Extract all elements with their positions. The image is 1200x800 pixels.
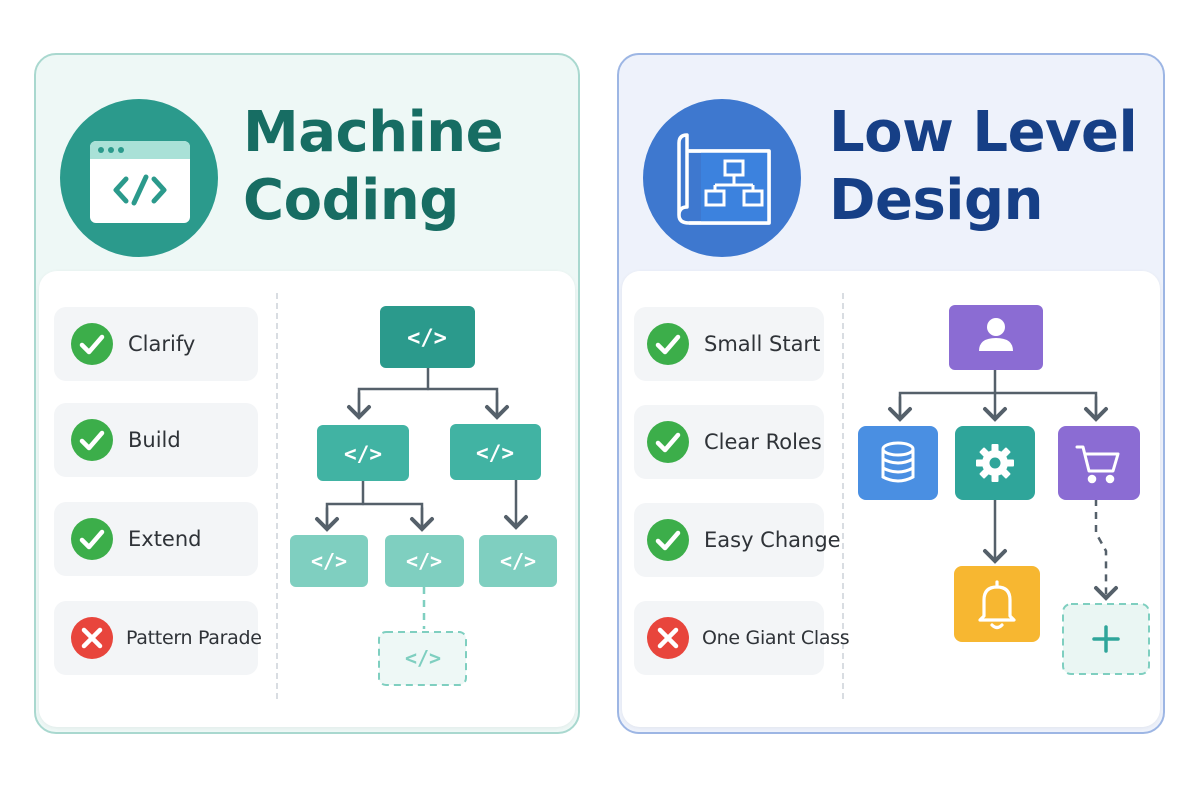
list-item-easy-change: Easy Change	[634, 503, 841, 577]
component-diagram	[858, 305, 1150, 675]
connector	[357, 387, 499, 415]
plus-node	[1062, 603, 1150, 675]
bell-node	[954, 566, 1040, 642]
low-level-design-title: Low Level Design	[829, 99, 1138, 235]
list-item-clear-roles: Clear Roles	[634, 405, 824, 479]
list-item-one-giant-class: One Giant Class	[634, 601, 850, 675]
item-label: One Giant Class	[702, 627, 850, 649]
user-node	[949, 305, 1043, 370]
code-node-root: </>	[380, 306, 475, 368]
svg-text:</>: </>	[406, 549, 442, 573]
svg-text:</>: </>	[407, 326, 447, 351]
user-icon	[987, 318, 1005, 336]
item-label: Clear Roles	[704, 430, 822, 454]
item-label: Extend	[128, 527, 202, 551]
cross-icon	[71, 617, 113, 659]
check-icon	[71, 323, 113, 365]
item-label: Easy Change	[704, 528, 841, 552]
check-icon	[647, 519, 689, 561]
cross-icon	[647, 617, 689, 659]
low-level-design-panel: Small Start Clear Roles Easy Change One …	[622, 271, 1160, 727]
item-label: Pattern Parade	[126, 627, 262, 649]
svg-text:</>: </>	[405, 646, 441, 670]
code-window-icon	[90, 141, 190, 223]
gear-node	[955, 426, 1035, 500]
check-icon	[647, 421, 689, 463]
database-icon	[881, 441, 915, 483]
cart-node	[1058, 426, 1140, 500]
title-line-2: Coding	[243, 168, 459, 233]
code-node-placeholder: </>	[378, 631, 467, 686]
svg-text:</>: </>	[500, 549, 536, 573]
title-line-1: Machine	[243, 100, 504, 165]
check-icon	[647, 323, 689, 365]
svg-text:</>: </>	[311, 549, 347, 573]
blueprint-icon	[677, 133, 771, 225]
blueprint-badge	[643, 99, 801, 257]
list-item-clarify: Clarify	[54, 307, 258, 381]
panel-divider	[276, 293, 278, 699]
title-line-2: Design	[829, 168, 1043, 233]
plus-icon	[1092, 625, 1120, 653]
bell-icon	[978, 580, 1016, 630]
svg-text:</>: </>	[476, 441, 514, 465]
machine-coding-panel: Clarify Build Extend Pattern Parade	[39, 271, 575, 727]
item-label: Clarify	[128, 332, 196, 356]
connector	[325, 502, 424, 530]
machine-coding-card: Machine Coding Clarify Build Extend Patt…	[34, 53, 580, 734]
check-icon	[71, 518, 113, 560]
code-tree-diagram: </> </> </> </> </> </>	[290, 306, 557, 686]
database-node	[858, 426, 938, 500]
cart-icon	[1075, 445, 1120, 484]
code-node-level3-b: </>	[385, 535, 464, 587]
code-window-badge	[60, 99, 218, 257]
list-item-build: Build	[54, 403, 258, 477]
list-item-small-start: Small Start	[634, 307, 824, 381]
list-item-extend: Extend	[54, 502, 258, 576]
check-icon	[71, 419, 113, 461]
machine-coding-title: Machine Coding	[243, 99, 504, 235]
item-label: Build	[128, 428, 181, 452]
item-label: Small Start	[704, 332, 821, 356]
code-node-level2-right: </>	[450, 424, 541, 480]
list-item-pattern-parade: Pattern Parade	[54, 601, 262, 675]
code-node-level3-c: </>	[479, 535, 557, 587]
connector	[898, 391, 1098, 418]
svg-text:</>: </>	[344, 442, 382, 466]
code-node-level3-a: </>	[290, 535, 368, 587]
dashed-connector	[1094, 499, 1118, 601]
gear-icon	[976, 444, 1014, 482]
panel-divider	[842, 293, 844, 699]
title-line-1: Low Level	[829, 100, 1138, 165]
code-node-level2-left: </>	[317, 425, 409, 481]
low-level-design-card: Low Level Design Small Start Clear Roles…	[617, 53, 1165, 734]
